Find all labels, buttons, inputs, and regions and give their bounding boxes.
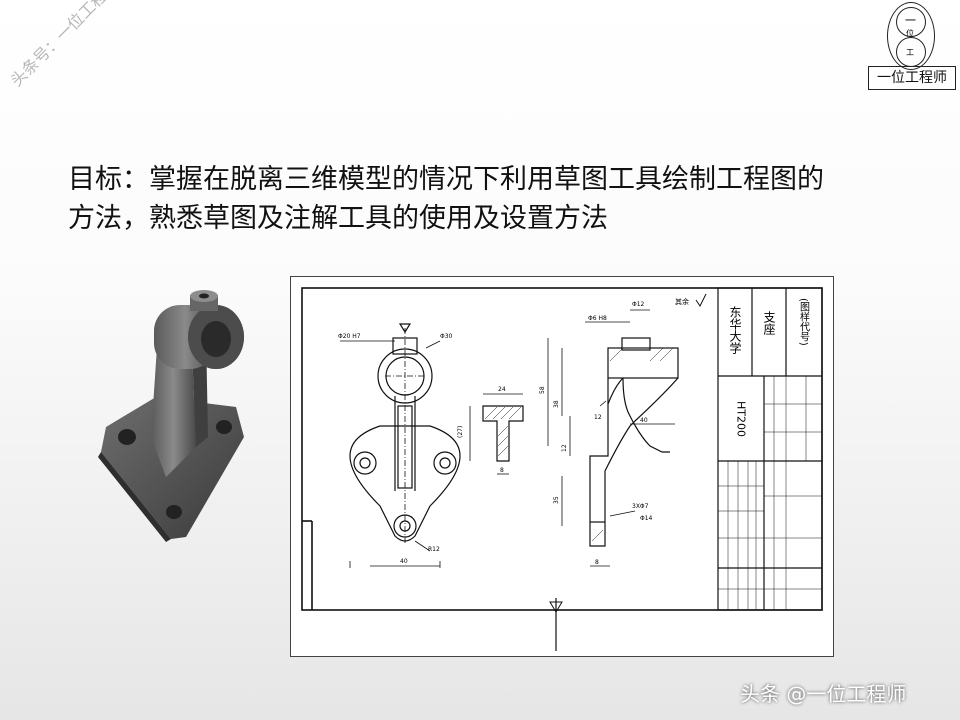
title-block-drawing-number: (图样代号)	[798, 298, 810, 346]
title-block-school: 东华大学	[728, 306, 742, 354]
dim-section-web: 8	[500, 467, 504, 474]
seal-glyph-1: 一	[905, 14, 916, 27]
dim-hole-count: 3XΦ7	[632, 503, 649, 510]
seal-caption: 一位工程师	[868, 66, 956, 90]
dim-height-12: 12	[561, 444, 568, 452]
seal-glyph-3: 工	[906, 48, 914, 57]
dim-counterbore: Φ14	[640, 515, 653, 522]
dim-side-width: 40	[640, 417, 648, 424]
dim-height-58: 58	[539, 386, 546, 394]
dim-outer-diameter: Φ30	[440, 333, 453, 340]
dim-height-35: 35	[553, 496, 560, 504]
dim-front-width: 40	[400, 558, 408, 565]
roughness-note: 其余	[675, 297, 689, 306]
author-seal: 一 位 工 一位工程师	[868, 2, 956, 90]
dim-pin-bore: Φ6 H8	[588, 315, 607, 322]
dim-section-width: 24	[498, 386, 506, 393]
title-block-part-name: 支座	[762, 311, 776, 336]
dim-bore: Φ20 H7	[338, 333, 361, 340]
title-block-material: HT200	[735, 401, 748, 437]
dim-radius: R12	[428, 546, 440, 553]
dim-section-height: (27)	[457, 426, 464, 438]
dim-height-38: 38	[553, 400, 560, 408]
slide-title: 目标：掌握在脱离三维模型的情况下利用草图工具绘制工程图的方法，熟悉草图及注解工具…	[68, 164, 824, 234]
seal-oval: 一 位 工	[887, 2, 935, 70]
footer-credit: 头条 @一位工程师	[740, 682, 907, 706]
watermark: 头条号：一位工程师	[6, 0, 123, 91]
seal-glyph-2: 位	[906, 29, 914, 38]
dim-top-diameter: Φ12	[632, 301, 645, 308]
engineering-drawing: Φ20 H7 Φ30 R12 40 24 (27) 8	[290, 276, 834, 657]
dim-side-thickness: 8	[595, 559, 599, 566]
dim-side-12: 12	[594, 414, 602, 421]
part-3d-render	[98, 290, 244, 542]
